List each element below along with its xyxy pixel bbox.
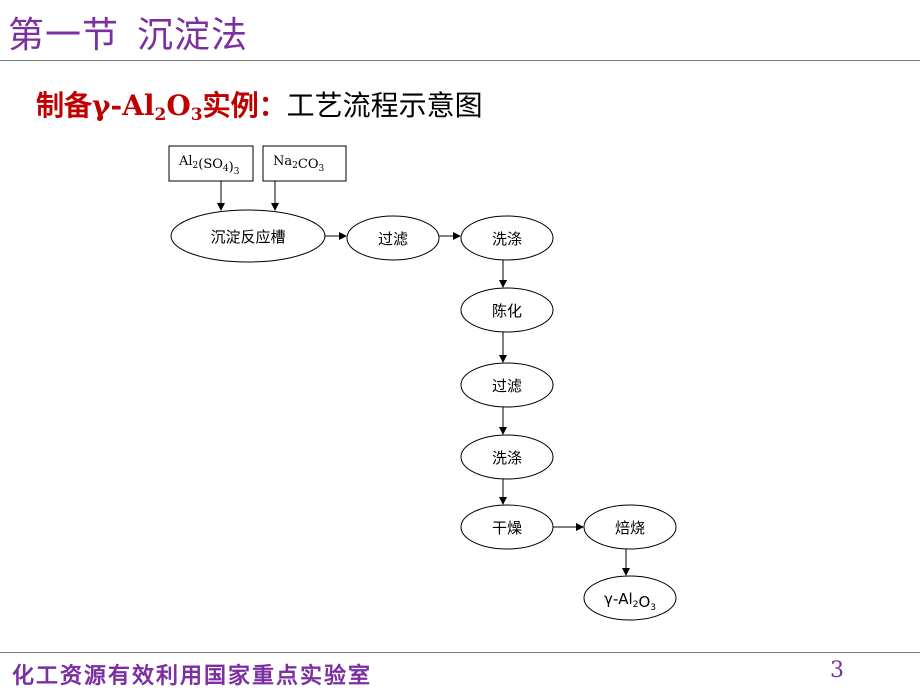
flow-node-label-wash2: 洗涤 bbox=[492, 449, 522, 467]
flow-node-aging: 陈化 bbox=[460, 287, 554, 333]
subtitle-prefix: 制备 bbox=[36, 89, 93, 122]
flow-node-label-dry: 干燥 bbox=[492, 519, 522, 537]
flow-node-label-product: γ-Al2O3 bbox=[604, 590, 656, 613]
flow-node-wash1: 洗涤 bbox=[460, 215, 554, 261]
flow-node-label-filter1: 过滤 bbox=[378, 230, 408, 248]
flow-node-label-wash1: 洗涤 bbox=[492, 230, 522, 248]
footer-divider bbox=[0, 652, 920, 653]
slide-subtitle: 制备γ-Al2O3实例：工艺流程示意图 bbox=[36, 84, 483, 125]
subtitle-sub2: 3 bbox=[190, 105, 203, 125]
flow-node-dry: 干燥 bbox=[460, 504, 554, 550]
input-label-na2co3: Na2CO3 bbox=[273, 154, 324, 174]
flow-node-label-aging: 陈化 bbox=[492, 302, 522, 320]
flow-node-label-filter2: 过滤 bbox=[492, 377, 522, 395]
input-label-al2so43: Al2(SO4)3 bbox=[178, 154, 240, 177]
flow-node-label-reactor: 沉淀反应槽 bbox=[210, 228, 285, 246]
subtitle-sub1: 2 bbox=[154, 105, 167, 125]
flow-node-calcine: 焙烧 bbox=[583, 504, 677, 550]
flow-node-filter1: 过滤 bbox=[346, 215, 440, 261]
flow-node-wash2: 洗涤 bbox=[460, 434, 554, 480]
page-number: 3 bbox=[830, 658, 844, 683]
section-name: 沉淀法 bbox=[137, 15, 249, 56]
subtitle-rest: 工艺流程示意图 bbox=[286, 89, 483, 122]
subtitle-accent: 制备γ-Al2O3实例： bbox=[36, 89, 287, 125]
flow-node-reactor: 沉淀反应槽 bbox=[170, 209, 326, 263]
slide-title: 第一节沉淀法 bbox=[8, 6, 248, 58]
subtitle-o: O bbox=[166, 89, 191, 122]
subtitle-suffix: 实例： bbox=[202, 89, 287, 122]
footer-lab-name: 化工资源有效利用国家重点实验室 bbox=[12, 663, 373, 689]
section-number: 第一节 bbox=[8, 15, 120, 56]
subtitle-gamma: γ-Al bbox=[92, 89, 155, 122]
input-box-na2co3: Na2CO3 bbox=[262, 145, 347, 182]
flow-node-product: γ-Al2O3 bbox=[583, 575, 677, 621]
flow-node-filter2: 过滤 bbox=[460, 362, 554, 408]
input-box-al2so43: Al2(SO4)3 bbox=[168, 145, 254, 182]
title-divider bbox=[0, 60, 920, 61]
flow-node-label-calcine: 焙烧 bbox=[615, 519, 645, 537]
